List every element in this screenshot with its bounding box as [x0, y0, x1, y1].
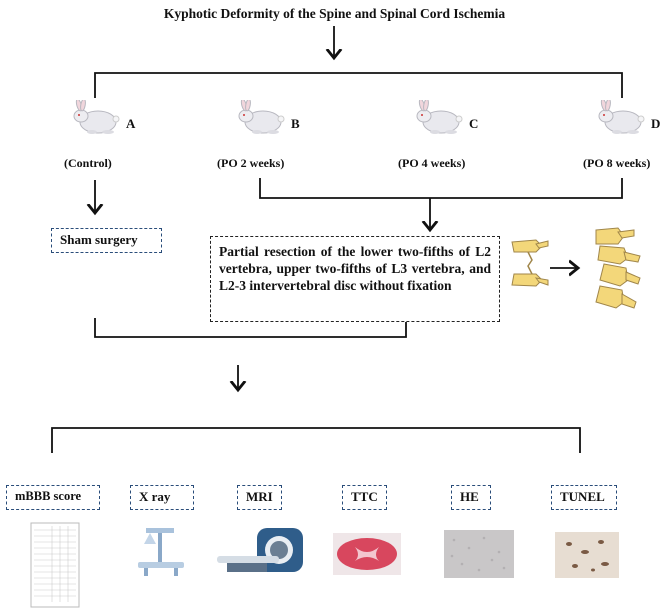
- score-sheet-icon: [30, 522, 80, 608]
- rabbit-icon: [598, 98, 645, 134]
- surgery-groups-bracket: [259, 178, 623, 199]
- rabbit-icon: [416, 98, 463, 134]
- rabbit-icon: [238, 98, 285, 134]
- group-letter: A: [126, 116, 136, 131]
- group-c: C: [413, 98, 478, 141]
- x-ray-machine-icon: [138, 528, 184, 576]
- group-d-label: (PO 8 weeks): [583, 156, 651, 170]
- assessment-mbbb-box: mBBB score: [6, 485, 100, 510]
- group-d: D: [595, 98, 660, 141]
- diagram-title: Kyphotic Deformity of the Spine and Spin…: [163, 6, 506, 21]
- assessment-ttc-box: TTC: [342, 485, 387, 510]
- merge-bracket: [94, 318, 407, 338]
- group-letter: B: [291, 116, 300, 131]
- group-letter: D: [651, 116, 661, 131]
- rabbit-icon: [73, 98, 120, 134]
- assessment-xray-box: X ray: [130, 485, 194, 510]
- ttc-stained-spinal-cord-icon: [333, 533, 401, 575]
- group-c-label: (PO 4 weeks): [398, 156, 466, 170]
- assessment-tunel-box: TUNEL: [551, 485, 617, 510]
- assessments-bracket: [51, 427, 581, 453]
- groups-bracket: [94, 72, 623, 98]
- spine-resected-icon: [511, 239, 549, 287]
- sham-surgery-box: Sham surgery: [51, 228, 162, 253]
- assessment-he-box: HE: [451, 485, 491, 510]
- tunel-stain-micrograph-icon: [555, 532, 619, 578]
- group-b-label: (PO 2 weeks): [217, 156, 285, 170]
- procedure-box: Partial resection of the lower two-fifth…: [210, 236, 500, 322]
- spine-kyphosis-icon: [595, 227, 641, 309]
- group-a-label: (Control): [64, 156, 112, 170]
- group-a: A: [70, 98, 135, 141]
- assessment-mri-box: MRI: [237, 485, 282, 510]
- group-letter: C: [469, 116, 479, 131]
- he-stain-micrograph-icon: [444, 530, 514, 578]
- mri-scanner-icon: [217, 528, 303, 572]
- group-b: B: [235, 98, 300, 141]
